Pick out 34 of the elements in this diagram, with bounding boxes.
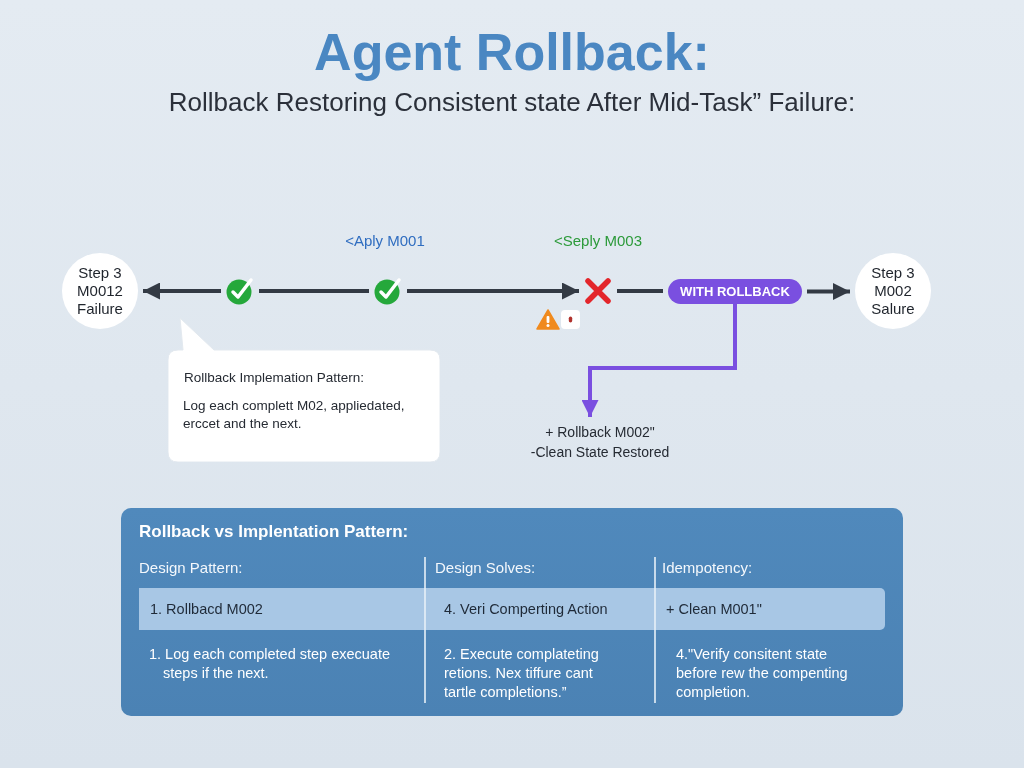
table-title: Rollback vs Implentation Pattern: <box>139 521 409 542</box>
highlight-row <box>139 588 885 630</box>
action-label: <Seply M003 <box>554 232 642 251</box>
arrow <box>581 304 737 417</box>
callout-text: Log each complett M02, appliedated, erccet and the next. <box>183 397 406 433</box>
table-cell: 1. Rollbacd M002 <box>150 600 263 618</box>
table-cell: 4. Veri Comperting Action <box>444 600 608 618</box>
pill-label: WITH ROLLBACK <box>680 283 790 300</box>
step-label: Step 3 M002 Salure <box>870 264 916 318</box>
arrow <box>807 283 850 300</box>
cross-icon <box>584 277 612 305</box>
callout-heading: Rollback Implemation Pattern: <box>184 369 365 386</box>
result-text: + Rollback M002" <box>545 423 655 442</box>
table-cell-text: 4."Verify consitent state before rew the compenting completion. <box>676 645 849 702</box>
connector-line <box>617 289 663 293</box>
arrow <box>407 282 579 300</box>
rollback-pill <box>668 279 802 304</box>
arrow <box>143 282 221 300</box>
check-icon <box>226 277 254 305</box>
diagram-title: Agent Rollback: <box>314 22 710 82</box>
action-label: <Aply M001 <box>345 232 425 251</box>
table-cell-text: 1. Log each completed step execuate steps if the next. <box>149 645 392 683</box>
speech-bubble <box>168 316 440 462</box>
result-text: -Clean State Restored <box>530 443 670 462</box>
table-panel <box>121 508 903 716</box>
step-label: Step 3 M0012 Failure <box>76 264 124 318</box>
subtitle: Rollback Restoring Consistent state After Mid-Task” Failure: <box>168 86 856 119</box>
column-header: Design Solves: <box>435 558 536 577</box>
table-cell: + Clean M001" <box>666 600 762 618</box>
table-cell-text: 2. Execute complateting retions. Nex tiffure cant tartle completions.” <box>444 645 600 702</box>
connector-line <box>259 289 369 293</box>
column-header: Design Pattern: <box>139 558 243 577</box>
column-header: Idempotency: <box>662 558 753 577</box>
check-icon <box>374 277 402 305</box>
